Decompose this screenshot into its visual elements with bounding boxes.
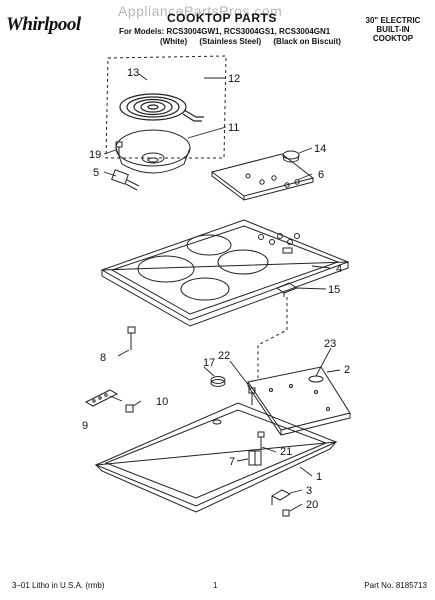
part-number: Part No. 8185713 <box>364 581 427 590</box>
connector-dashed-line <box>257 297 288 378</box>
element-package-outline <box>105 55 227 159</box>
callout-8: 8 <box>100 352 106 364</box>
base-pan <box>94 402 338 513</box>
finish-list: (White) (Stainless Steel) (Black on Bisc… <box>160 37 351 46</box>
callout-7: 7 <box>229 456 235 468</box>
callout-21: 19 <box>89 149 101 161</box>
callout-11: 11 <box>228 122 239 134</box>
callout-5: 5 <box>93 167 99 179</box>
callout-2: 2 <box>344 364 350 376</box>
bolt-8 <box>127 326 136 350</box>
callout-6: 6 <box>318 169 324 181</box>
clip-3 <box>270 489 292 505</box>
callout-20: 21 <box>280 446 292 458</box>
callout-10: 10 <box>156 396 168 408</box>
models-line: For Models: RCS3004GW1, RCS3004GS1, RCS3… <box>119 27 331 36</box>
terminal-block-7 <box>248 450 262 466</box>
drip-bowl <box>115 129 191 174</box>
callout-19: 20 <box>306 499 318 511</box>
callout-14: 14 <box>314 143 326 155</box>
callout-12: 12 <box>228 73 240 85</box>
leader-lines <box>103 73 341 512</box>
screw-10 <box>125 404 134 413</box>
callout-17: 17 <box>203 357 215 369</box>
litho-note: 3–01 Litho in U.S.A. (rmb) <box>12 581 105 590</box>
terminal-block <box>111 169 140 191</box>
callout-13: 13 <box>127 67 139 79</box>
finish-black-biscuit: (Black on Biscuit) <box>273 37 341 46</box>
control-knob <box>282 150 300 163</box>
callout-9: 9 <box>82 420 88 432</box>
callout-23: 23 <box>324 338 336 350</box>
screw-21 <box>115 141 123 155</box>
cooktop-main-top <box>100 219 350 327</box>
brand-logo: Whirlpool <box>6 14 81 36</box>
callout-22: 22 <box>218 350 230 362</box>
brand-name: Whirlpool <box>6 14 81 35</box>
callout-3: 3 <box>306 485 312 497</box>
callout-1: 1 <box>316 471 322 483</box>
control-panel-strip <box>210 153 315 201</box>
callout-4: 4 <box>336 263 342 275</box>
finish-stainless: (Stainless Steel) <box>199 37 262 46</box>
grommet <box>210 376 226 387</box>
part-23 <box>308 375 324 383</box>
screw-19 <box>282 509 290 517</box>
callout-15: 15 <box>328 284 340 296</box>
product-line-1: 30" ELECTRIC <box>365 16 421 25</box>
bracket-9 <box>84 389 119 407</box>
rear-bracket <box>247 366 351 436</box>
screw-20 <box>257 431 265 450</box>
page-number: 1 <box>213 581 218 590</box>
watermark-text: AppliancePartsPros.com <box>118 3 283 19</box>
callout-numbers: 13 12 11 19 5 14 6 4 15 8 9 10 17 22 23 … <box>82 67 350 511</box>
product-type-label: 30" ELECTRIC BUILT-IN COOKTOP <box>358 16 428 43</box>
page-title: COOKTOP PARTS <box>167 11 277 25</box>
finish-white: (White) <box>160 37 188 46</box>
product-line-3: COOKTOP <box>372 34 414 43</box>
product-line-2: BUILT-IN <box>376 25 410 34</box>
coil-element <box>119 93 204 122</box>
